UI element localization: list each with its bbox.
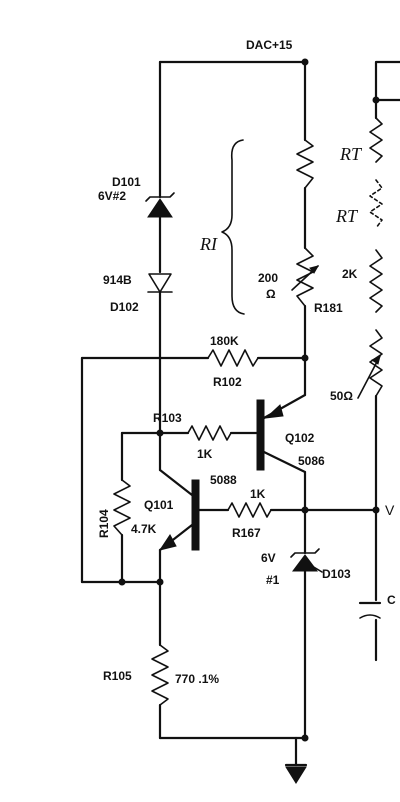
- r181-potentiometer: [291, 247, 320, 307]
- r167-ref: R167: [232, 526, 261, 540]
- zener-d101-symbol: [145, 192, 175, 218]
- r104-value: 4.7K: [131, 522, 157, 536]
- r105-wire: [151, 580, 309, 742]
- q102-ref: Q102: [285, 431, 315, 445]
- r181-unit: Ω: [266, 287, 276, 301]
- left-loop-wire: [80, 356, 164, 586]
- r1-brace: [221, 139, 245, 315]
- q102-transistor: [256, 393, 307, 474]
- output-label: V: [385, 502, 395, 518]
- cap-label: C: [387, 593, 396, 607]
- d101-value: 6V#2: [98, 189, 126, 203]
- r103-ref: R103: [153, 411, 182, 425]
- r167-value: 1K: [250, 487, 266, 501]
- d102-ref: D102: [110, 300, 139, 314]
- r1-resistor: [296, 139, 314, 189]
- rt-mid-label: RT: [335, 206, 359, 226]
- q101-ref: Q101: [144, 498, 174, 512]
- r105-value: 770 .1%: [175, 672, 219, 686]
- r1-group-label: RI: [199, 234, 218, 254]
- r-50-label: 50Ω: [330, 389, 353, 403]
- d103-ref: D103: [322, 567, 351, 581]
- r-2k-label: 2K: [342, 267, 358, 281]
- r181-value: 200: [258, 271, 278, 285]
- supply-rail: [158, 58, 309, 66]
- r103-wire: [158, 425, 260, 441]
- d103-value: 6V: [261, 551, 276, 565]
- d102-part: 914B: [103, 273, 132, 287]
- diode-d102-symbol: [147, 273, 173, 293]
- ground-icon: [284, 736, 308, 784]
- d103-tag: #1: [266, 573, 280, 587]
- zener-d103-symbol: [290, 508, 323, 740]
- r103-value: 1K: [197, 447, 213, 461]
- rt-top-label: RT: [339, 144, 363, 164]
- r104-resistor: [113, 479, 131, 536]
- d101-ref: D101: [112, 175, 141, 189]
- q101-transistor: [158, 468, 200, 584]
- q101-part: 5088: [210, 473, 237, 487]
- r181-ref: R181: [314, 301, 343, 315]
- r102-ref: R102: [213, 375, 242, 389]
- right-edge-wire: [357, 60, 400, 662]
- r105-ref: R105: [103, 669, 132, 683]
- r104-ref: R104: [97, 509, 111, 538]
- q102-part: 5086: [298, 454, 325, 468]
- r102-value: 180K: [210, 334, 239, 348]
- r102-wire: [80, 349, 309, 367]
- supply-label: DAC+15: [246, 38, 293, 52]
